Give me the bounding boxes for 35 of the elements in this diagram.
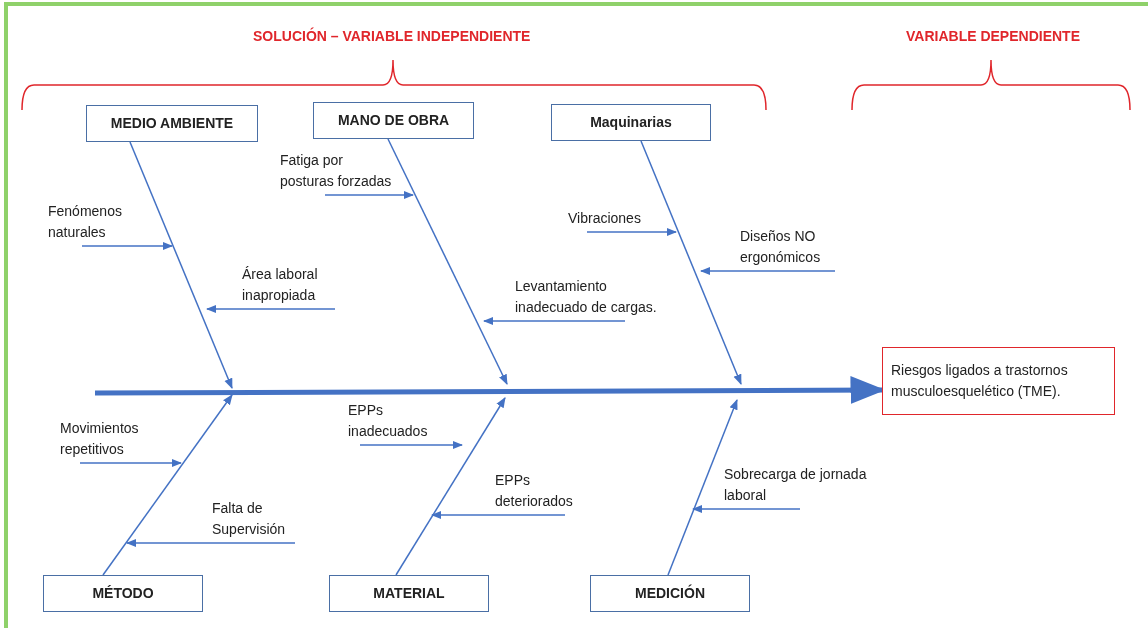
effect-box: Riesgos ligados a trastornos musculoesquelético (TME). bbox=[882, 347, 1115, 415]
cause-text: Fatiga por posturas forzadas bbox=[280, 150, 400, 192]
category-box: Maquinarias bbox=[551, 104, 711, 141]
cause-text: Sobrecarga de jornada laboral bbox=[724, 464, 894, 506]
category-box: MEDIO AMBIENTE bbox=[86, 105, 258, 142]
arrow bbox=[395, 397, 506, 576]
cause-text: Fenómenos naturales bbox=[48, 201, 148, 243]
section-heading: VARIABLE DEPENDIENTE bbox=[906, 28, 1080, 44]
arrow bbox=[205, 304, 336, 314]
arrow bbox=[667, 399, 738, 576]
cause-text: Vibraciones bbox=[568, 208, 641, 229]
category-box: MEDICIÓN bbox=[590, 575, 750, 612]
arrow bbox=[79, 458, 183, 468]
arrow bbox=[81, 241, 174, 251]
section-heading: SOLUCIÓN – VARIABLE INDEPENDIENTE bbox=[253, 28, 531, 44]
arrow bbox=[125, 538, 296, 548]
category-box: MÉTODO bbox=[43, 575, 203, 612]
arrow bbox=[359, 440, 464, 450]
category-box: MATERIAL bbox=[329, 575, 489, 612]
category-box: MANO DE OBRA bbox=[313, 102, 474, 139]
cause-text: Levantamiento inadecuado de cargas. bbox=[515, 276, 665, 318]
arrow bbox=[129, 141, 233, 389]
cause-text: EPPs deteriorados bbox=[495, 470, 595, 512]
arrow bbox=[640, 140, 742, 385]
arrow bbox=[102, 394, 233, 576]
cause-text: EPPs inadecuados bbox=[348, 400, 448, 442]
arrow bbox=[586, 227, 678, 237]
cause-text: Diseños NO ergonómicos bbox=[740, 226, 840, 268]
arrow bbox=[699, 266, 836, 276]
arrow bbox=[387, 138, 508, 385]
cause-text: Área laboral inapropiada bbox=[242, 264, 352, 306]
arrow bbox=[482, 316, 626, 326]
cause-text: Movimientos repetitivos bbox=[60, 418, 170, 460]
cause-text: Falta de Supervisión bbox=[212, 498, 312, 540]
arrow bbox=[324, 190, 415, 200]
